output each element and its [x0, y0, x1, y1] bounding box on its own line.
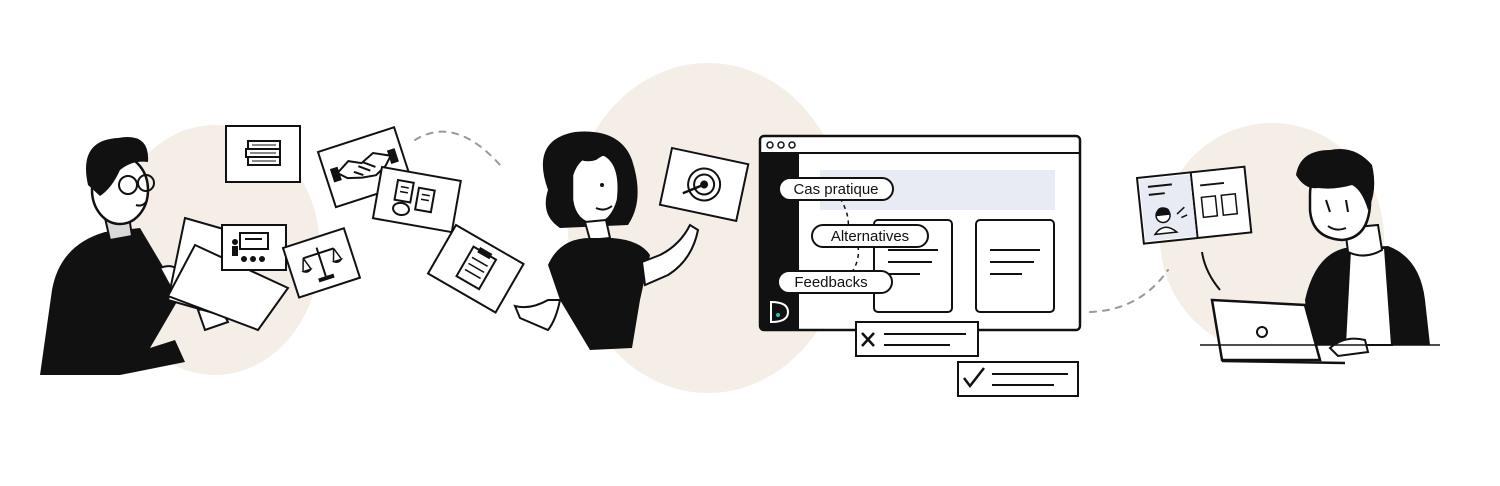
- app-window: Cas pratique Alternatives Feedbacks: [758, 134, 1082, 332]
- cross-icon: [861, 332, 875, 347]
- books-icon: [245, 140, 281, 166]
- pill-alternatives-label: Alternatives: [831, 228, 909, 245]
- pill-case-study: Cas pratique: [778, 177, 894, 201]
- window-dot-2: [777, 141, 785, 149]
- checklist-card: [426, 223, 525, 314]
- dashed-connector-right: [1089, 269, 1169, 313]
- person-left: [40, 137, 230, 375]
- check-icon: [963, 367, 985, 389]
- presentation-card: [221, 224, 287, 271]
- pill-feedbacks-label: Feedbacks: [794, 274, 867, 291]
- person-center: [513, 131, 700, 350]
- pill-feedbacks: Feedbacks: [777, 270, 893, 294]
- video-call-card: [1135, 165, 1253, 245]
- laptop: [1200, 298, 1440, 365]
- laptop-logo: [1256, 326, 1268, 338]
- content-card-2: [975, 219, 1055, 313]
- books-card: [225, 125, 301, 183]
- logo-d-icon: [770, 300, 790, 324]
- target-card: [658, 146, 750, 223]
- handshake-icon: [329, 148, 399, 183]
- dashed-connector-left: [414, 130, 501, 166]
- presentation-icon: [232, 232, 269, 262]
- video-call-connector: [1201, 251, 1221, 291]
- window-dot-3: [788, 141, 796, 149]
- pill-case-study-label: Cas pratique: [793, 181, 878, 198]
- person-right: [1296, 149, 1430, 358]
- scales-icon: [301, 247, 344, 283]
- video-call-icon: [1153, 206, 1188, 236]
- target-icon: [682, 167, 722, 202]
- documents-chat-card: [371, 165, 462, 234]
- documents-chat-icon: [392, 178, 436, 217]
- pill-alternatives: Alternatives: [811, 224, 929, 248]
- window-dot-1: [766, 141, 774, 149]
- feedback-card-right: [957, 361, 1079, 397]
- checklist-icon: [455, 245, 498, 291]
- feedback-card-wrong: [855, 321, 979, 357]
- scales-card: [281, 226, 362, 299]
